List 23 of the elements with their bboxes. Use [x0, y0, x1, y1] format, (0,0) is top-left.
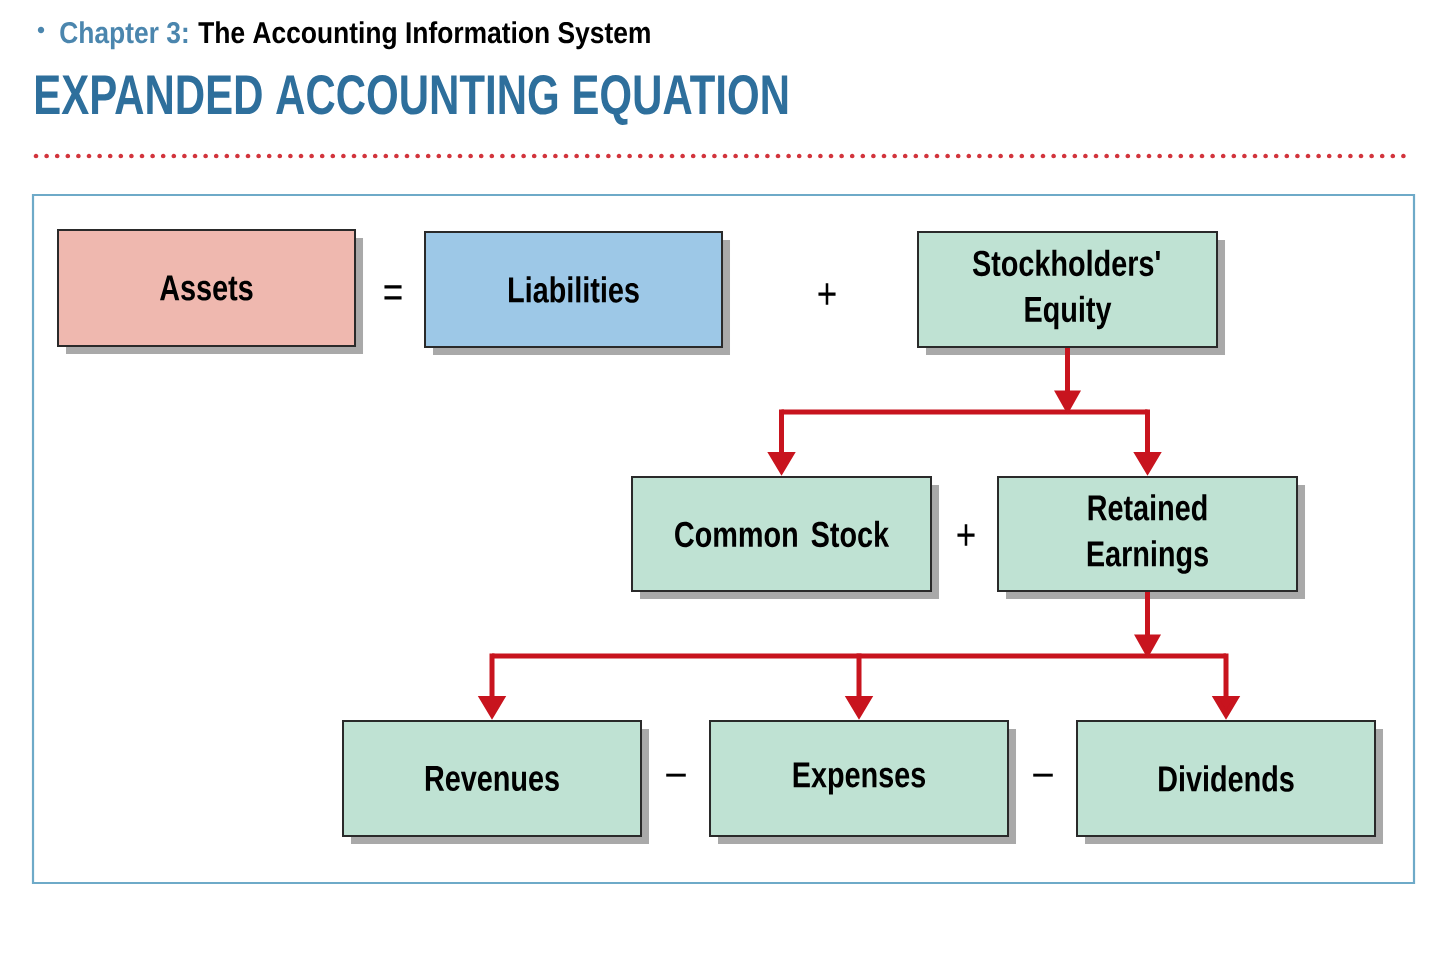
plus-sign: +	[957, 524, 975, 546]
arrow	[1054, 348, 1081, 415]
equals-sign: =	[384, 285, 402, 300]
chapter-label: Chapter 3:	[60, 21, 188, 50]
title: EXPANDED ACCOUNTING EQUATION	[36, 74, 788, 126]
connector-line	[492, 653, 859, 659]
connector-line	[859, 653, 1148, 659]
account-box: Liabilities	[424, 231, 730, 355]
account-box: Retained Earnings	[997, 476, 1305, 599]
account-box: Common Stock	[631, 476, 939, 599]
arrow	[1134, 592, 1161, 659]
chapter-title: The Accounting Information System	[198, 21, 650, 50]
connector-line	[1147, 653, 1226, 659]
plus-sign: +	[818, 283, 836, 305]
connector-line	[781, 409, 1068, 415]
account-box: Assets	[57, 229, 363, 354]
connector-line	[1067, 409, 1148, 415]
account-box: Stockholders' Equity	[917, 231, 1225, 355]
account-box: Expenses	[709, 720, 1016, 844]
account-box: Dividends	[1076, 720, 1383, 844]
minus-sign: –	[1033, 773, 1053, 777]
account-box: Revenues	[342, 720, 649, 844]
minus-sign: –	[666, 773, 686, 777]
